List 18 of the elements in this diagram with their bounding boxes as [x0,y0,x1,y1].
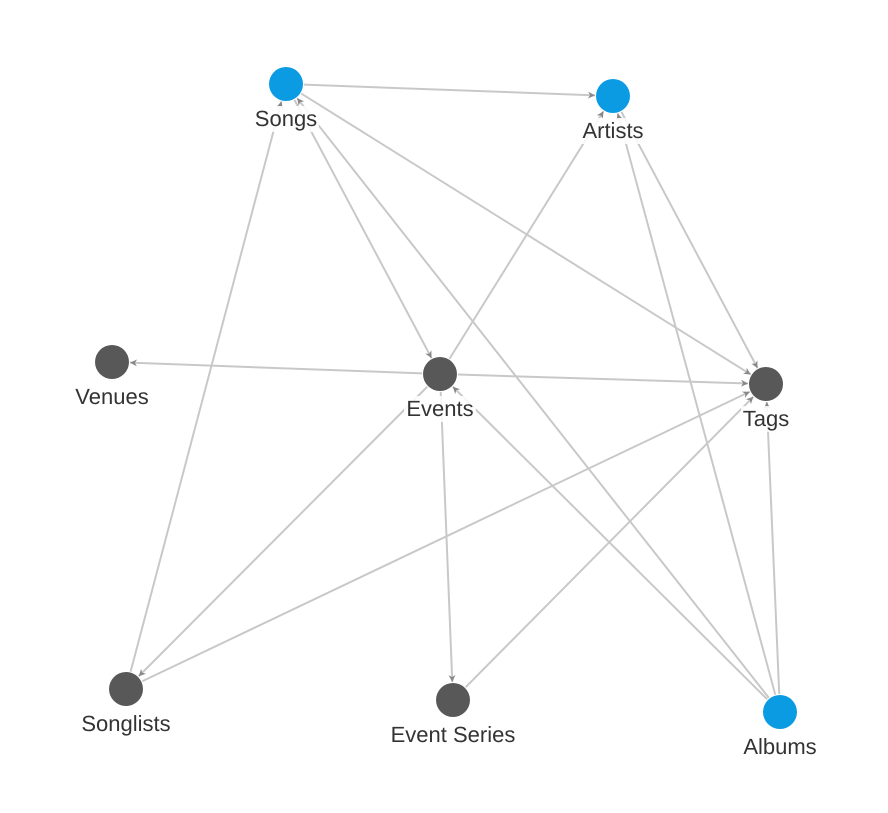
arrow [294,99,432,359]
node-label: Artists [580,118,646,144]
arrow [138,386,428,677]
arrow [296,98,770,698]
arrow [304,84,596,99]
arrow [130,359,422,374]
arrow [764,402,780,694]
arrow [458,374,748,387]
node-label: Tags [740,406,792,432]
arrow [448,110,604,360]
arrow [616,113,776,695]
arrow [130,101,283,672]
arrow [300,92,752,376]
arrow [620,111,758,369]
node-label: Songs [252,106,320,132]
node-label: Events [404,396,476,422]
arrow [440,392,456,682]
arrow [142,390,750,682]
